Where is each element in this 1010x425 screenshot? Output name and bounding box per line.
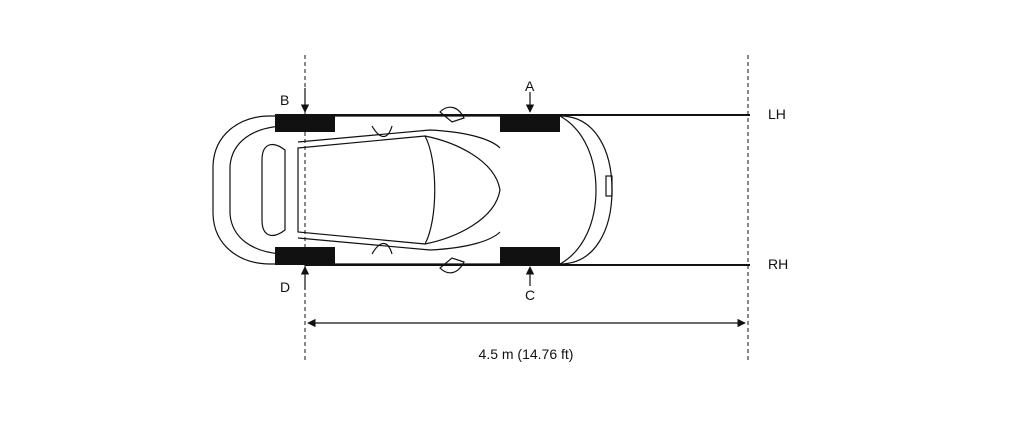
wheel-block-d — [275, 247, 335, 265]
label-b: B — [280, 92, 289, 108]
dimension-text: 4.5 m (14.76 ft) — [479, 346, 574, 362]
label-c: C — [525, 287, 535, 303]
label-d: D — [280, 279, 290, 295]
wheel-block-c — [500, 247, 560, 265]
wheel-block-b — [275, 114, 335, 132]
label-rh: RH — [768, 256, 788, 272]
label-a: A — [525, 78, 535, 94]
wheel-block-a — [500, 114, 560, 132]
car-outline — [212, 106, 613, 274]
label-lh: LH — [768, 106, 786, 122]
